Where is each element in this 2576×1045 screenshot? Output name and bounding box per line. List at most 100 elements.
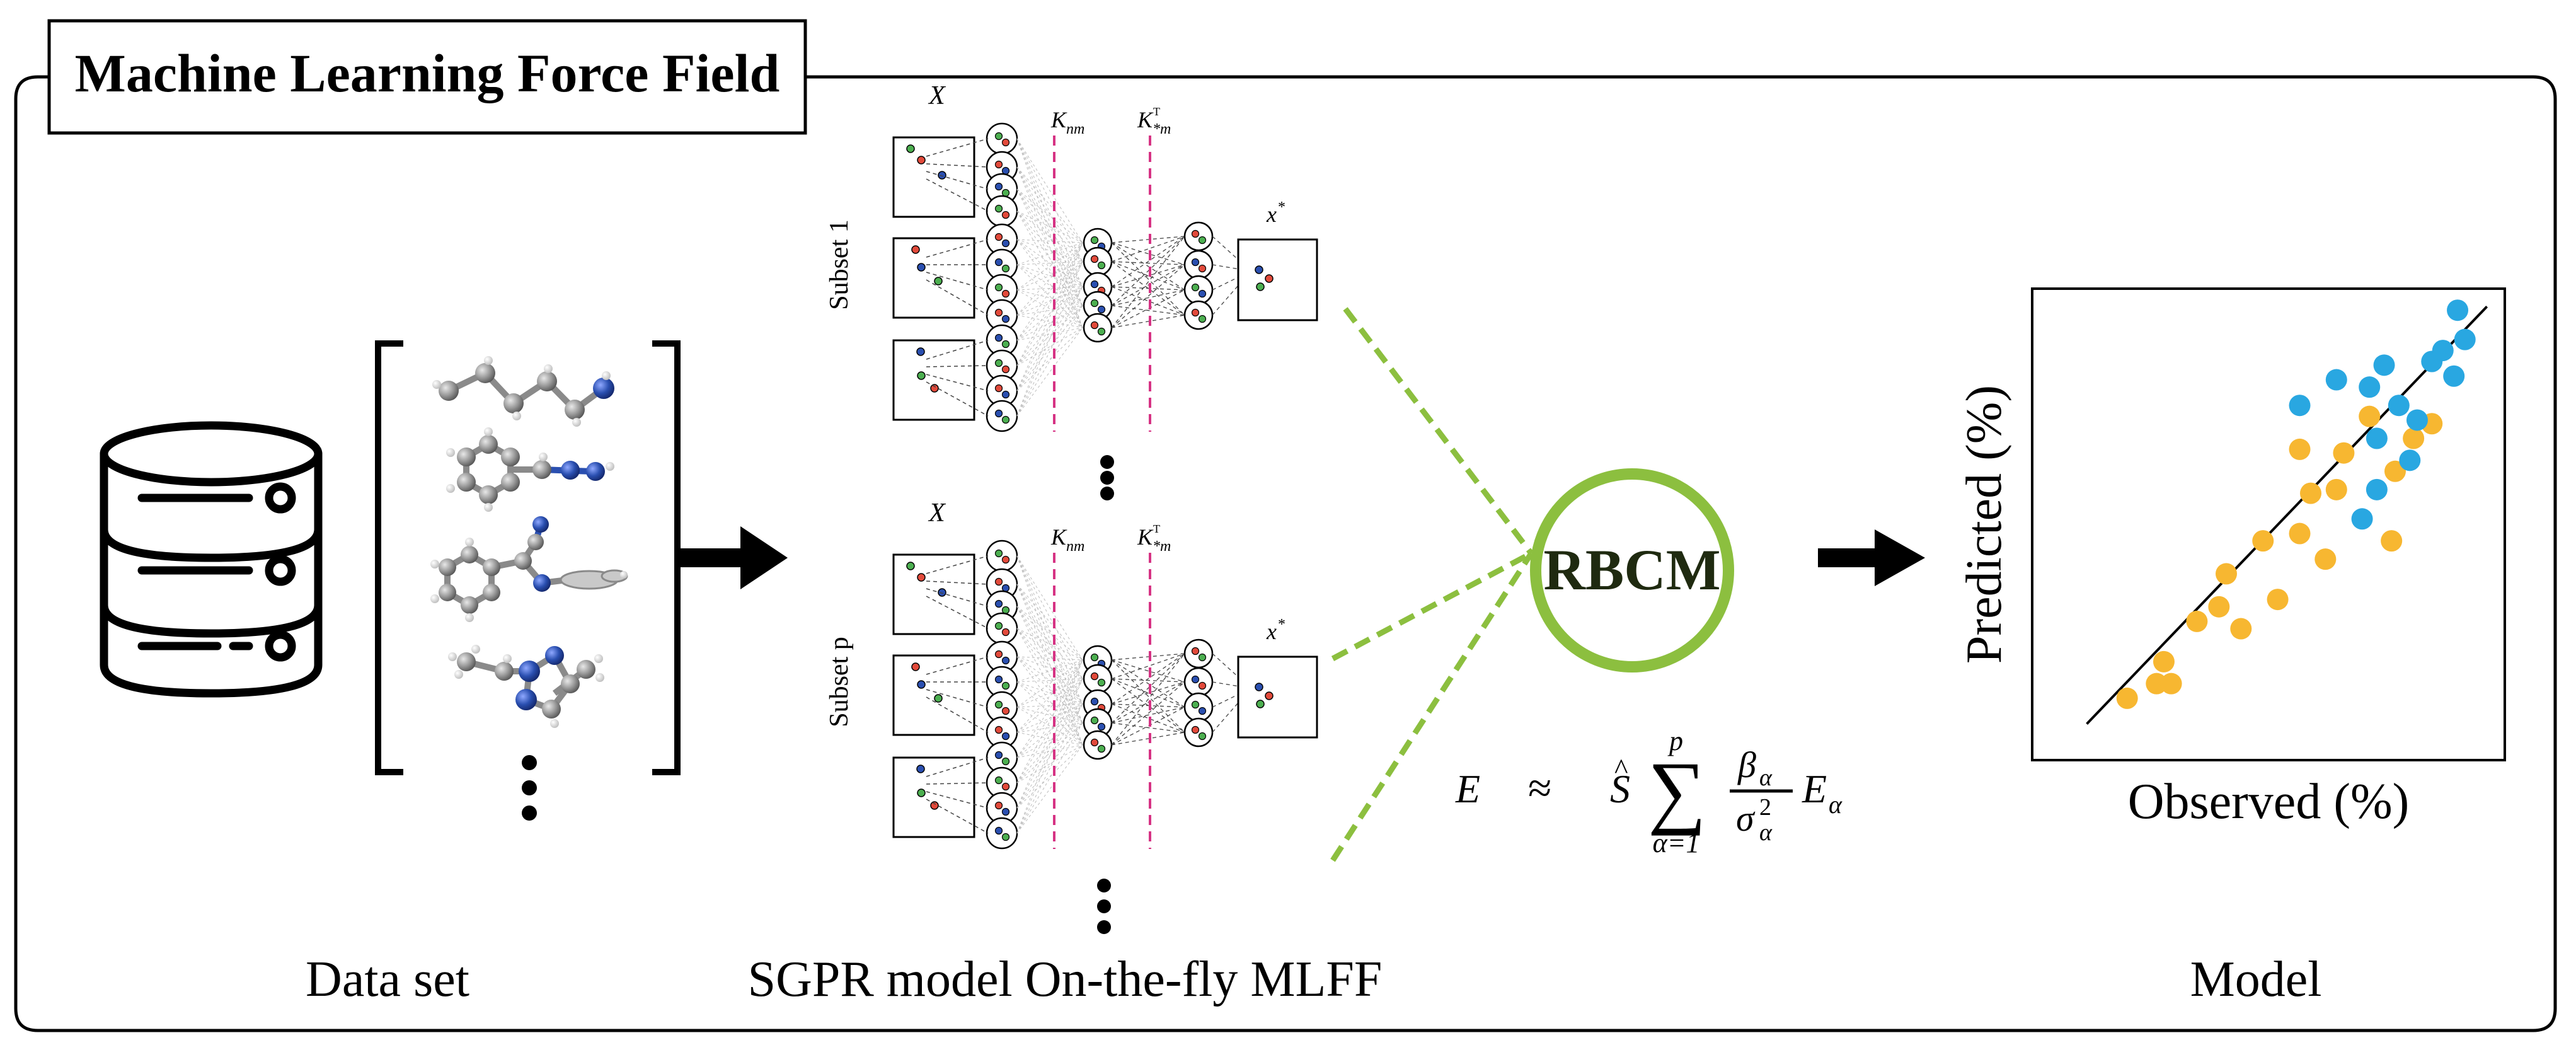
kernel-link [1016, 286, 1083, 417]
kernel-link [1016, 656, 1083, 746]
equation-numerator-sub: α [1759, 765, 1773, 791]
kernel-link [1016, 707, 1083, 724]
kernel-link [1111, 722, 1185, 733]
atom-dot [994, 333, 1003, 342]
atom-dot [1191, 700, 1200, 709]
kernel-link [1016, 261, 1083, 265]
kernel-link [1111, 305, 1185, 316]
kernel-link [1016, 211, 1083, 287]
atom-dot [1097, 722, 1106, 731]
kernel-link [1016, 188, 1083, 243]
atom-dot [917, 156, 926, 165]
atom-dot [1090, 672, 1099, 681]
scatter-point-orange [2384, 460, 2406, 482]
kernel-link [1016, 242, 1083, 291]
scatter-point-orange [2160, 673, 2182, 695]
kernel-link [1016, 659, 1083, 708]
database-icon [100, 421, 323, 698]
atom-dot [1265, 274, 1274, 283]
atom-dot [1097, 261, 1106, 270]
scatter-point-orange [2325, 478, 2347, 500]
plot-layer [2086, 299, 2488, 725]
arrow-right-icon [681, 526, 788, 589]
kernel-link [1016, 722, 1083, 809]
feature-link [926, 381, 989, 417]
kernel-link [1016, 261, 1083, 366]
equation-lhs: E [1455, 766, 1480, 811]
kernel-link [1016, 242, 1083, 341]
scatter-point-orange [2314, 548, 2337, 570]
kernel-link [1111, 681, 1185, 705]
kernel-link [1016, 744, 1083, 809]
label-sgpr: SGPR model On-the-fly MLFF [748, 952, 1383, 1007]
kernel-link [1016, 286, 1083, 391]
atom-dot [1097, 744, 1106, 753]
test-box [1237, 655, 1318, 739]
atom-dot [1097, 305, 1106, 314]
feature-link [926, 279, 989, 316]
scatter-point-blue [2454, 328, 2476, 350]
kernel-link [1016, 678, 1083, 683]
kernel-link [1111, 242, 1185, 291]
kernel-circle [1183, 638, 1214, 669]
label-model: Model [2190, 952, 2322, 1007]
kernel-link [1016, 315, 1083, 328]
feature-link [926, 580, 989, 585]
atom-dot [994, 132, 1003, 141]
kernel-link [1111, 678, 1185, 683]
scatter-point-orange [2289, 522, 2311, 545]
subset-xstar-label: x [1266, 619, 1277, 644]
kernel-link [1016, 606, 1083, 705]
equation-denominator: σ [1736, 798, 1756, 839]
kernel-link [1111, 315, 1185, 328]
scatter-point-orange [2267, 589, 2289, 611]
feature-link [926, 656, 989, 675]
scatter-point-orange [2359, 405, 2381, 427]
atom-dot [994, 599, 1003, 608]
kernel-link [1016, 286, 1083, 291]
atom-dot [1001, 264, 1010, 273]
kernel-link [1016, 659, 1083, 809]
kernel-link [1016, 188, 1083, 306]
kernel-link [1016, 242, 1083, 417]
atom-dot [1198, 315, 1207, 323]
kernel-link [1016, 555, 1083, 705]
atom-dot [1001, 211, 1010, 219]
kernel-link [1016, 628, 1083, 705]
atom-dot [994, 308, 1003, 317]
kernel-link [1111, 289, 1185, 306]
kernel-link [1016, 744, 1083, 758]
feature-link [926, 555, 989, 574]
atom-dot [1198, 653, 1207, 662]
scatter-point-orange [2153, 650, 2175, 673]
kernel-link [1016, 555, 1083, 679]
subset-x-label: X [928, 81, 946, 110]
kernel-link [1016, 188, 1083, 262]
kernel-link [1016, 722, 1083, 758]
kernel-link [1016, 242, 1083, 316]
kernel-link [1016, 242, 1083, 391]
kernel-link [1111, 242, 1185, 316]
subset-knm-label: K [1050, 107, 1067, 132]
equation-upper: p [1667, 725, 1683, 756]
inducing-circle [986, 817, 1018, 850]
subset-x-label: X [928, 499, 946, 528]
inducing-circle [986, 122, 1018, 155]
subset-ksm-sup: T [1153, 522, 1160, 535]
scatter-point-orange [2333, 442, 2355, 464]
feature-link [926, 588, 989, 607]
subset-ksm-sub: *m [1153, 121, 1171, 137]
kernel-link [1111, 236, 1185, 328]
atom-dot [1090, 280, 1099, 289]
kernel-link [1016, 703, 1083, 809]
kernel-circle [1083, 313, 1113, 343]
kernel-link [1016, 239, 1083, 328]
test-box [1237, 238, 1318, 321]
kernel-link [1016, 239, 1083, 262]
subset-xstar-label: x [1266, 202, 1277, 227]
atom-dot [938, 171, 946, 180]
atom-dot [994, 258, 1003, 267]
atom-dot [1191, 283, 1200, 292]
atom-dot [994, 549, 1003, 558]
